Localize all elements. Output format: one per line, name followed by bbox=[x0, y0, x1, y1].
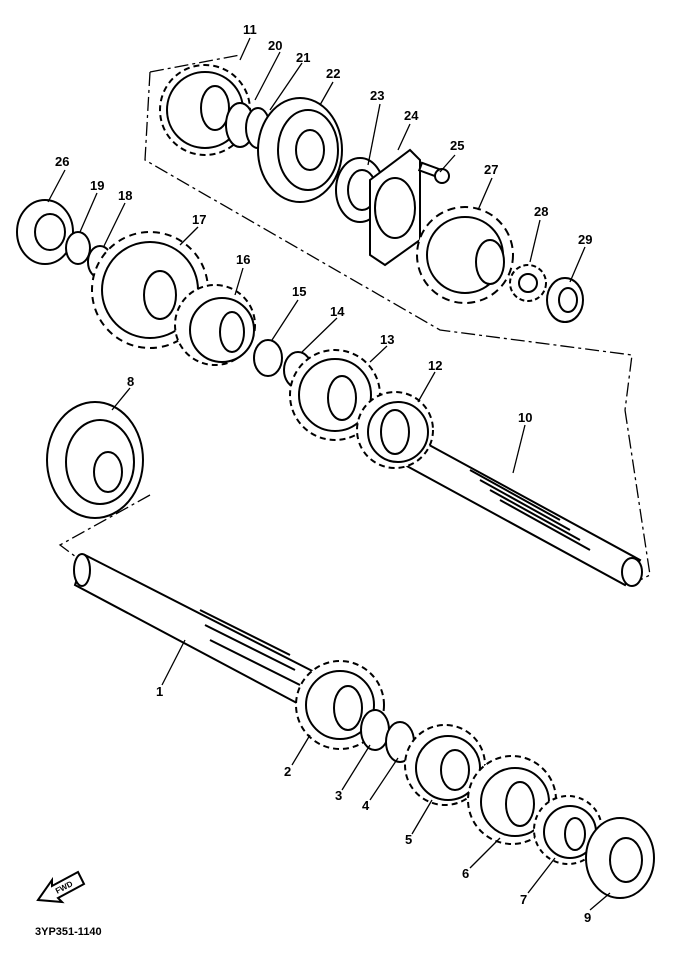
bearing-9 bbox=[585, 817, 655, 899]
callout-11: 11 bbox=[243, 22, 257, 37]
retainer-24 bbox=[369, 148, 421, 267]
fwd-arrow: FWD bbox=[36, 870, 86, 904]
main-axle bbox=[403, 438, 643, 587]
bearing-22 bbox=[257, 97, 343, 203]
callout-9: 9 bbox=[584, 910, 591, 925]
callout-10: 10 bbox=[518, 410, 532, 425]
callout-19: 19 bbox=[90, 178, 104, 193]
bearing-8 bbox=[46, 401, 144, 519]
callout-8: 8 bbox=[127, 374, 134, 389]
gear-13 bbox=[289, 349, 381, 441]
callout-25: 25 bbox=[450, 138, 464, 153]
callout-7: 7 bbox=[520, 892, 527, 907]
gear-5 bbox=[404, 724, 486, 806]
callout-4: 4 bbox=[362, 798, 370, 813]
diagram-code: 3YP351-1140 bbox=[35, 926, 102, 938]
callout-1: 1 bbox=[156, 684, 163, 699]
bolt-25 bbox=[417, 161, 450, 184]
callout-6: 6 bbox=[462, 866, 469, 881]
callout-14: 14 bbox=[330, 304, 345, 319]
callout-12: 12 bbox=[428, 358, 442, 373]
callout-16: 16 bbox=[236, 252, 250, 267]
callout-26: 26 bbox=[55, 154, 69, 169]
callout-5: 5 bbox=[405, 832, 412, 847]
callout-29: 29 bbox=[578, 232, 592, 247]
callout-28: 28 bbox=[534, 204, 548, 219]
gear-12 bbox=[356, 391, 434, 469]
gear-16 bbox=[174, 284, 256, 366]
washer-19 bbox=[65, 231, 91, 265]
assembly-boundary-lower bbox=[58, 494, 151, 561]
callout-20: 20 bbox=[268, 38, 282, 53]
drive-axle bbox=[73, 553, 332, 712]
callout-3: 3 bbox=[335, 788, 342, 803]
callout-18: 18 bbox=[118, 188, 132, 203]
callout-27: 27 bbox=[484, 162, 498, 177]
bearing-26 bbox=[16, 199, 74, 265]
sprocket-27 bbox=[416, 206, 514, 304]
washer-15 bbox=[253, 339, 283, 377]
gear-6 bbox=[467, 755, 557, 845]
callout-15: 15 bbox=[292, 284, 306, 299]
callout-labels: 11 20 21 22 23 24 25 27 28 29 26 19 18 1… bbox=[55, 22, 592, 925]
callout-21: 21 bbox=[296, 50, 310, 65]
callout-24: 24 bbox=[404, 108, 419, 123]
callout-22: 22 bbox=[326, 66, 340, 81]
callout-17: 17 bbox=[192, 212, 206, 227]
leader-lines bbox=[47, 37, 611, 911]
nut-29 bbox=[546, 277, 584, 323]
callout-23: 23 bbox=[370, 88, 384, 103]
callout-2: 2 bbox=[284, 764, 291, 779]
washer-3 bbox=[360, 709, 390, 751]
lock-washer-28 bbox=[509, 264, 547, 302]
callout-13: 13 bbox=[380, 332, 394, 347]
